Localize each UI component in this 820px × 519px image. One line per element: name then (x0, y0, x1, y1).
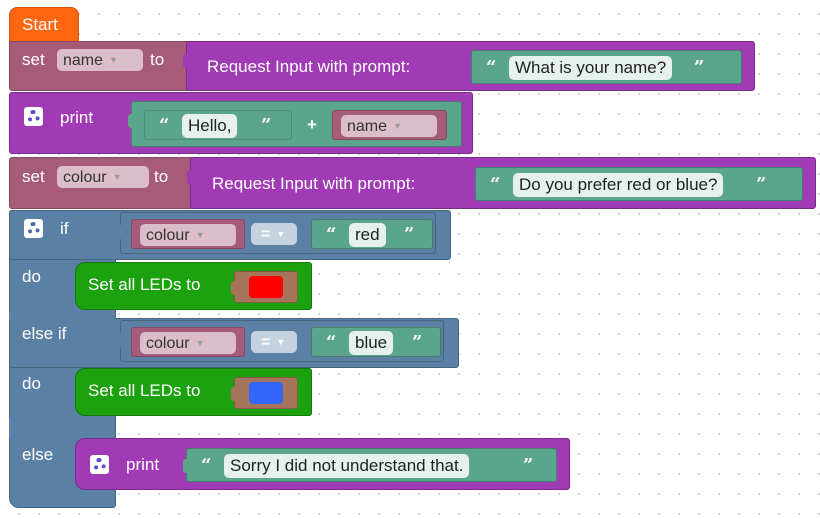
set-colour-block[interactable]: set colour ▼ to (9, 157, 199, 209)
close-quote-icon: ” (756, 174, 767, 195)
prompt-text-field[interactable]: Do you prefer red or blue? (513, 173, 724, 197)
operator-dropdown[interactable]: =▼ (251, 331, 297, 353)
chevron-down-icon: ▼ (276, 229, 286, 239)
join-block[interactable]: “ Hello, ” + name ▼ (128, 101, 462, 147)
variable-dropdown-label: colour (146, 227, 190, 244)
hello-text-field[interactable]: Hello, (182, 114, 238, 138)
string-block[interactable]: “ Do you prefer red or blue? ” (475, 167, 803, 201)
if-label: if (60, 219, 69, 238)
open-quote-icon: “ (201, 455, 212, 476)
open-quote-icon: “ (159, 115, 170, 136)
operator-dropdown[interactable]: =▼ (251, 223, 297, 245)
variable-dropdown-label: colour (63, 169, 107, 186)
request-input-block-name[interactable]: Request Input with prompt: “ What is you… (183, 41, 755, 91)
close-quote-icon: ” (412, 332, 423, 353)
string-block-hello[interactable]: “ Hello, ” (144, 110, 292, 140)
do-label: do (22, 374, 41, 393)
set-leds-block-blue[interactable]: Set all LEDs to (75, 368, 312, 416)
variable-dropdown-name[interactable]: name ▼ (57, 49, 143, 71)
set-leds-label: Set all LEDs to (88, 275, 201, 294)
set-leds-block-red[interactable]: Set all LEDs to (75, 262, 312, 310)
print-block-hello[interactable]: print “ Hello, ” + name ▼ (9, 92, 473, 154)
chevron-down-icon: ▼ (393, 121, 402, 131)
do-label: do (22, 267, 41, 286)
colour-picker-block-red[interactable] (231, 271, 298, 303)
red-text-field[interactable]: red (349, 223, 386, 247)
chevron-down-icon: ▼ (195, 230, 205, 240)
set-leds-label: Set all LEDs to (88, 381, 201, 400)
operator-label: = (261, 334, 271, 351)
close-quote-icon: ” (404, 224, 415, 245)
set-label: set (22, 50, 45, 69)
open-quote-icon: “ (486, 57, 497, 78)
print-label: print (126, 455, 160, 474)
variable-block-colour[interactable]: colour ▼ (131, 327, 245, 357)
variable-dropdown-label: colour (146, 335, 190, 352)
compare-block-red[interactable]: colour▼ =▼ “ red ” (117, 212, 436, 254)
variable-dropdown-colour[interactable]: colour ▼ (140, 224, 236, 246)
variable-dropdown-name[interactable]: name ▼ (341, 115, 437, 137)
start-block[interactable]: Start (9, 7, 79, 43)
close-quote-icon: ” (523, 455, 534, 476)
compare-block-blue[interactable]: colour▼ =▼ “ blue ” (117, 320, 444, 362)
string-block-red[interactable]: “ red ” (311, 219, 433, 249)
variable-dropdown-label: name (347, 118, 388, 135)
operator-label: = (261, 226, 271, 243)
gear-icon[interactable] (24, 219, 43, 238)
close-quote-icon: ” (694, 57, 705, 78)
chevron-down-icon: ▼ (195, 338, 205, 348)
chevron-down-icon: ▼ (276, 337, 286, 347)
colour-swatch-blue[interactable] (249, 382, 283, 404)
request-input-block-colour[interactable]: Request Input with prompt: “ Do you pref… (187, 157, 816, 209)
sorry-text-field[interactable]: Sorry I did not understand that. (224, 454, 470, 478)
else-if-label: else if (22, 324, 67, 343)
print-label: print (60, 108, 94, 127)
else-label: else (22, 445, 54, 464)
string-block-blue[interactable]: “ blue ” (311, 327, 441, 357)
variable-dropdown-label: name (63, 52, 104, 69)
close-quote-icon: ” (261, 115, 272, 136)
variable-dropdown-colour[interactable]: colour ▼ (140, 332, 236, 354)
open-quote-icon: “ (326, 332, 337, 353)
variable-block-name[interactable]: name ▼ (332, 110, 447, 140)
variable-dropdown-colour[interactable]: colour ▼ (57, 166, 149, 188)
chevron-down-icon: ▼ (109, 55, 118, 65)
string-block-sorry[interactable]: “ Sorry I did not understand that. ” (183, 448, 557, 482)
set-name-block[interactable]: set name ▼ to (9, 41, 195, 91)
start-label: Start (22, 15, 58, 34)
to-label: to (154, 167, 169, 186)
to-label: to (150, 50, 165, 69)
plus-operator: + (307, 115, 317, 134)
string-block[interactable]: “ What is your name? ” (471, 50, 742, 84)
colour-swatch-red[interactable] (249, 276, 283, 298)
prompt-text-field[interactable]: What is your name? (509, 56, 673, 80)
gear-icon[interactable] (90, 455, 109, 474)
variable-block-colour[interactable]: colour ▼ (131, 219, 245, 249)
print-block-sorry[interactable]: print “ Sorry I did not understand that.… (75, 438, 570, 490)
request-input-label: Request Input with prompt: (212, 174, 416, 193)
chevron-down-icon: ▼ (112, 172, 122, 182)
set-label: set (22, 167, 45, 186)
gear-icon[interactable] (24, 107, 43, 126)
colour-picker-block-blue[interactable] (231, 377, 298, 409)
open-quote-icon: “ (490, 174, 501, 195)
open-quote-icon: “ (326, 224, 337, 245)
request-input-label: Request Input with prompt: (207, 57, 411, 76)
blue-text-field[interactable]: blue (349, 331, 394, 355)
